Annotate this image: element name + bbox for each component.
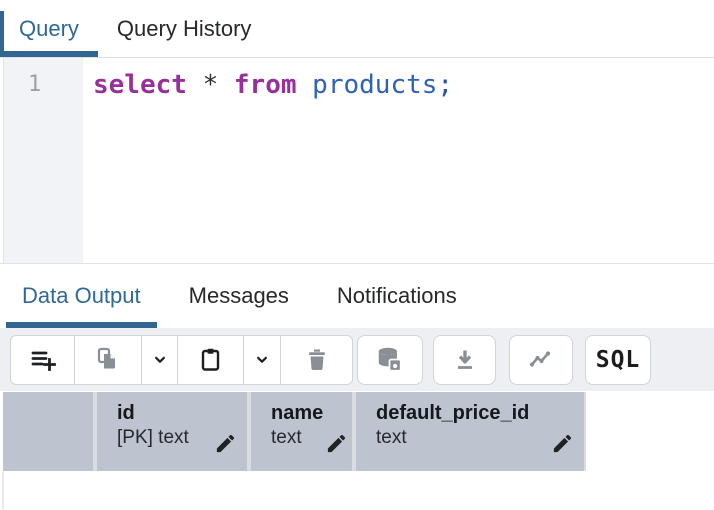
copy-dropdown-chevron-icon bbox=[148, 348, 172, 372]
delete-icon bbox=[303, 346, 331, 374]
download-button[interactable] bbox=[433, 334, 496, 385]
tab-query-history[interactable]: Query History bbox=[98, 0, 270, 57]
sql-code-input[interactable]: select * from products; bbox=[83, 58, 714, 263]
sql-semicolon: ; bbox=[437, 70, 454, 100]
graph-visualiser-icon bbox=[526, 346, 556, 374]
save-data-button[interactable] bbox=[357, 334, 423, 385]
sql-space bbox=[297, 70, 313, 100]
tab-query-history-label: Query History bbox=[116, 15, 252, 41]
data-grid-body bbox=[2, 471, 714, 509]
tab-data-output-label: Data Output bbox=[22, 283, 141, 308]
edit-column-pencil-icon[interactable] bbox=[551, 432, 574, 455]
column-name: name bbox=[271, 402, 324, 424]
sql-editor: 1 select * from products; bbox=[0, 58, 714, 264]
copy-button[interactable] bbox=[74, 334, 142, 385]
tab-notifications[interactable]: Notifications bbox=[321, 264, 473, 328]
tab-data-output[interactable]: Data Output bbox=[6, 264, 157, 328]
data-grid-header: id [PK] text name text default_price_id … bbox=[3, 392, 586, 471]
line-number: 1 bbox=[28, 72, 42, 97]
tab-messages-label: Messages bbox=[188, 283, 289, 308]
add-row-icon bbox=[28, 346, 58, 374]
data-output-toolbar: SQL bbox=[0, 328, 714, 391]
column-name: default_price_id bbox=[376, 402, 530, 424]
tab-notifications-label: Notifications bbox=[336, 283, 457, 308]
active-tab-underline bbox=[6, 322, 157, 328]
paste-options-button[interactable] bbox=[243, 334, 281, 385]
edit-column-pencil-icon[interactable] bbox=[214, 432, 237, 455]
edit-button-group bbox=[10, 334, 353, 385]
copy-icon bbox=[94, 346, 122, 374]
sql-identifier-products: products bbox=[312, 70, 438, 100]
sql-keyword-select: select bbox=[93, 70, 187, 100]
sql-keyword-from: from bbox=[233, 70, 297, 100]
row-number-header-cell[interactable] bbox=[3, 392, 93, 471]
sql-space bbox=[187, 70, 203, 100]
download-icon bbox=[451, 346, 479, 374]
sql-button-label: SQL bbox=[595, 346, 641, 373]
add-row-button[interactable] bbox=[10, 334, 75, 385]
query-tool-tabbar: Query Query History bbox=[0, 0, 714, 58]
output-tabbar: Data Output Messages Notifications bbox=[0, 264, 714, 328]
paste-dropdown-chevron-icon bbox=[250, 348, 274, 372]
column-header-id[interactable]: id [PK] text bbox=[97, 392, 247, 471]
active-panel-accent-bar bbox=[0, 11, 4, 54]
graph-visualiser-button[interactable] bbox=[509, 334, 573, 385]
edit-column-pencil-icon[interactable] bbox=[325, 432, 348, 455]
editor-gutter: 1 bbox=[3, 58, 83, 263]
sql-button[interactable]: SQL bbox=[585, 334, 651, 385]
save-data-icon bbox=[375, 345, 405, 375]
delete-row-button[interactable] bbox=[280, 334, 353, 385]
tab-messages[interactable]: Messages bbox=[173, 264, 305, 328]
tab-query[interactable]: Query bbox=[0, 0, 98, 57]
column-header-default-price-id[interactable]: default_price_id text bbox=[356, 392, 584, 471]
paste-icon bbox=[197, 346, 225, 374]
tab-query-label: Query bbox=[19, 15, 79, 41]
active-tab-underline bbox=[0, 51, 98, 57]
sql-star-operator: * bbox=[202, 70, 219, 100]
copy-options-button[interactable] bbox=[141, 334, 178, 385]
sql-space bbox=[218, 70, 234, 100]
column-type: [PK] text bbox=[117, 427, 189, 448]
column-name: id bbox=[117, 402, 135, 424]
column-type: text bbox=[376, 427, 407, 448]
paste-button[interactable] bbox=[177, 334, 244, 385]
column-type: text bbox=[271, 427, 302, 448]
column-header-name[interactable]: name text bbox=[251, 392, 352, 471]
